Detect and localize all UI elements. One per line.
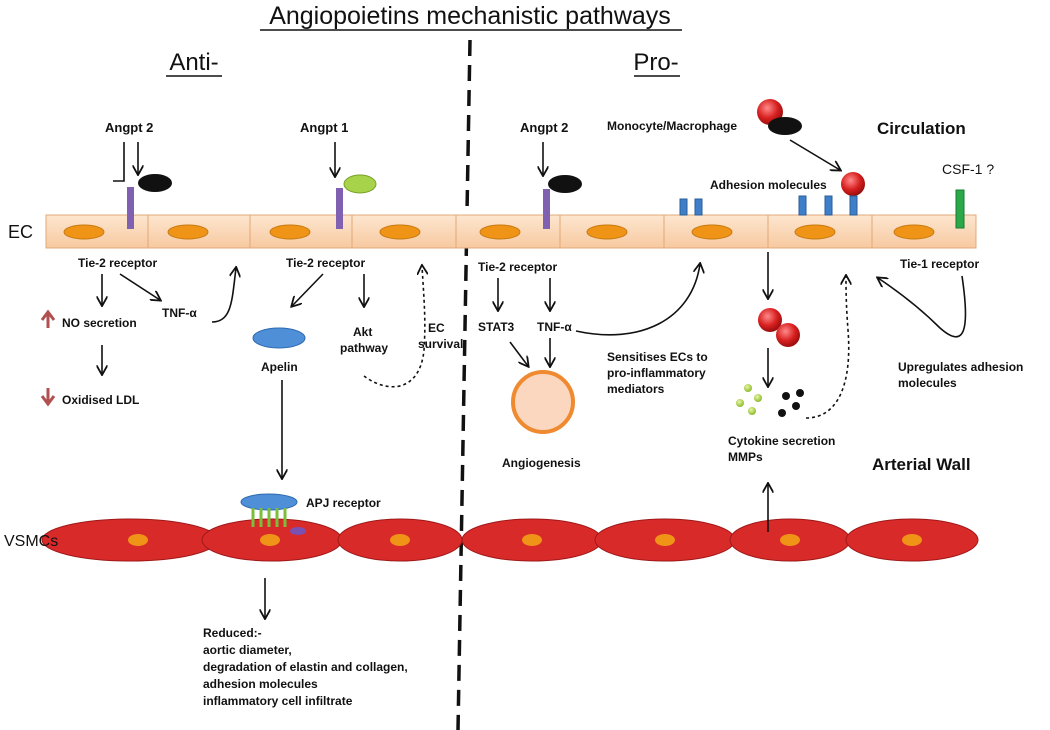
ec-nucleus: [586, 224, 628, 240]
monocyte-black: [768, 117, 802, 135]
sensitises-line: pro-inflammatory: [607, 366, 706, 380]
adhesion-molecules: [679, 195, 858, 216]
angpt1-ligand: [343, 174, 377, 194]
up-arrow-no: [40, 309, 56, 328]
vsmc-nucleus: [260, 534, 280, 546]
ec-nucleus: [794, 224, 836, 240]
angiogenesis-circle: [511, 370, 575, 434]
tie2-receptor-mid: [336, 188, 343, 229]
ec-nucleus: [479, 224, 521, 240]
arrow-to-apelin: [292, 273, 324, 306]
ec-nucleus: [893, 224, 935, 240]
divider-dashed: [456, 39, 472, 730]
reduced-line: Reduced:-: [203, 626, 262, 640]
migrated-monocyte: [758, 308, 782, 332]
ec-nucleus: [691, 224, 733, 240]
cytokine-dots-green: [736, 384, 762, 415]
layer-label-vsmcs: VSMCs: [4, 533, 58, 550]
sensitises-line: Sensitises ECs to: [607, 350, 708, 364]
apelin-shape: [252, 327, 306, 349]
anti-apj-receptor: APJ receptor: [306, 496, 381, 510]
pro-monocyte: Monocyte/Macrophage: [607, 119, 737, 133]
vsmc-nucleus: [902, 534, 922, 546]
cytokine-dots-black: [778, 389, 804, 417]
sensitises-line: mediators: [607, 382, 665, 396]
sensitises-text: Sensitises ECs to pro-inflammatory media…: [607, 350, 708, 396]
vsmc-layer: [41, 518, 979, 562]
anti-oxidised-ldl: Oxidised LDL: [62, 393, 139, 407]
vsmc-nucleus: [390, 534, 410, 546]
inhibit-line: [113, 142, 125, 182]
ec-nucleus: [269, 224, 311, 240]
angpt2-ligand: [138, 174, 172, 192]
ec-nucleus: [167, 224, 209, 240]
reduced-line: aortic diameter,: [203, 643, 292, 657]
vsmc-nucleus: [522, 534, 542, 546]
pro-angpt2-ligand: [548, 175, 582, 193]
reduced-effects: Reduced:- aortic diameter, degradation o…: [203, 626, 408, 708]
tnf-back-arrow: [211, 268, 236, 323]
pro-adhesion-molecules: Adhesion molecules: [710, 178, 827, 192]
reduced-line: inflammatory cell infiltrate: [203, 694, 353, 708]
monocyte-arrow: [789, 139, 840, 170]
pro-tie2: Tie-2 receptor: [478, 260, 557, 274]
anti-apelin: Apelin: [261, 360, 298, 374]
upregulates-line: Upregulates adhesion: [898, 360, 1023, 374]
anti-ec-survival-2: survival: [418, 337, 463, 351]
cytokine-dotted-arrow: [805, 276, 849, 419]
anti-akt-1: Akt: [353, 325, 372, 339]
pro-tie2-receptor: [543, 189, 550, 229]
anti-angpt2-label: Angpt 2: [105, 120, 153, 135]
pro-angiogenesis: Angiogenesis: [502, 456, 581, 470]
pro-tnf: TNF-α: [537, 320, 572, 334]
vsmc-nucleus: [128, 534, 148, 546]
layer-label-circulation: Circulation: [877, 119, 966, 138]
arrow-to-tnf: [119, 273, 160, 300]
apj-receptor-cap: [240, 493, 298, 511]
ec-survival-dotted-arrow: [363, 266, 425, 388]
reduced-line: adhesion molecules: [203, 677, 318, 691]
pro-tie1: Tie-1 receptor: [900, 257, 979, 271]
layer-label-ec: EC: [8, 222, 33, 242]
anti-no-secretion: NO secretion: [62, 316, 137, 330]
section-anti: Anti-: [169, 49, 218, 76]
migrated-monocyte: [776, 323, 800, 347]
pro-stat3: STAT3: [478, 320, 515, 334]
ec-layer: [45, 214, 977, 249]
upregulates-line: molecules: [898, 376, 957, 390]
cytokine-line: MMPs: [728, 450, 763, 464]
anti-ec-survival-1: EC: [428, 321, 445, 335]
pro-csf1: CSF-1 ?: [942, 161, 994, 177]
tie2-receptor-left: [127, 187, 134, 229]
vsmc-nucleus: [655, 534, 675, 546]
anti-angpt1-label: Angpt 1: [300, 120, 348, 135]
anti-tie2-mid: Tie-2 receptor: [286, 256, 365, 270]
ec-nucleus: [379, 224, 421, 240]
anti-akt-2: pathway: [340, 341, 388, 355]
section-pro: Pro-: [633, 49, 678, 76]
reduced-line: degradation of elastin and collagen,: [203, 660, 408, 674]
cytokine-line: Cytokine secretion: [728, 434, 835, 448]
tnf-sensitise-arrow: [575, 264, 700, 336]
ec-nucleus: [63, 224, 105, 240]
adhered-monocyte: [841, 172, 865, 196]
layer-label-arterial-wall: Arterial Wall: [872, 455, 971, 474]
apj-small-body: [290, 527, 306, 535]
upregulates-loop: [878, 275, 967, 338]
diagram-title: Angiopoietins mechanistic pathways: [269, 2, 671, 30]
apj-receptor-legs: [251, 508, 287, 527]
anti-tnf: TNF-α: [162, 306, 197, 320]
vsmc-nucleus: [780, 534, 800, 546]
tie1-receptor: [955, 189, 965, 229]
pro-angpt2-label: Angpt 2: [520, 120, 568, 135]
anti-tie2-left: Tie-2 receptor: [78, 256, 157, 270]
down-arrow-ldl: [40, 388, 56, 407]
stat3-to-angio: [509, 341, 528, 366]
